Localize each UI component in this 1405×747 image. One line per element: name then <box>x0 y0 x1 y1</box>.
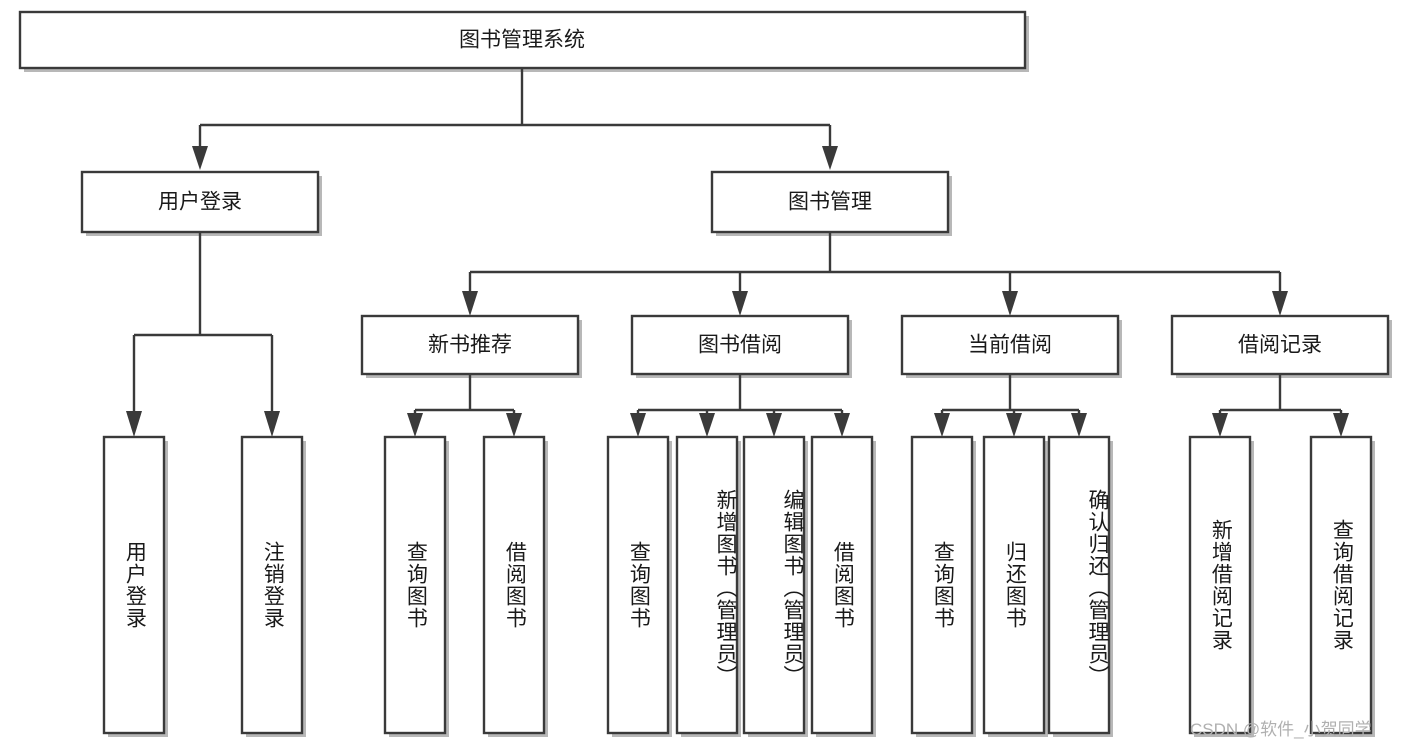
book-manage-box <box>710 170 950 234</box>
borrow-record-label: 借阅记录 <box>1238 334 1322 357</box>
new-book-recommend-label: 新书推荐 <box>428 334 512 357</box>
node-root[interactable]: 图书管理系统 <box>18 10 1029 72</box>
arrowhead-current-borrow <box>1002 291 1018 316</box>
edge-book-borrow-to-leaves <box>630 374 850 437</box>
current-borrow-box <box>900 314 1120 376</box>
leaf-node-borrow-book-2[interactable] <box>810 435 876 737</box>
node-new-book-recommend[interactable]: 新书推荐 <box>360 314 582 378</box>
leaf-edit-book-box <box>742 435 806 735</box>
book-borrow-label: 图书借阅 <box>698 334 782 357</box>
leaf-node-borrow-book-1[interactable] <box>482 435 548 737</box>
arrowhead-leaf-borrow-book-2 <box>834 413 850 437</box>
leaf-add-book-box <box>675 435 739 735</box>
leaf-node-user-logout[interactable] <box>240 435 306 737</box>
arrowhead-book-borrow <box>732 291 748 316</box>
book-manage-label: 图书管理 <box>788 191 872 214</box>
leaf-user-login-box <box>102 435 166 735</box>
arrowhead-leaf-query-book-2 <box>630 413 646 437</box>
arrowhead-user-login <box>192 146 208 170</box>
leaf-borrow-book-2-box <box>810 435 874 735</box>
leaf-node-query-book-3[interactable] <box>910 435 976 737</box>
edge-root-to-level2 <box>192 68 838 170</box>
edge-user-login-to-leaves <box>126 232 280 437</box>
arrowhead-leaf-user-login <box>126 411 142 437</box>
root-label: 图书管理系统 <box>459 29 585 52</box>
arrowhead-leaf-query-book-3 <box>934 413 950 437</box>
arrowhead-leaf-add-book <box>699 413 715 437</box>
leaf-borrow-book-1-box <box>482 435 546 735</box>
arrowhead-new-book-recommend <box>462 291 478 316</box>
user-login-label: 用户登录 <box>158 191 242 214</box>
arrowhead-leaf-edit-book <box>766 413 782 437</box>
borrow-record-box <box>1170 314 1390 376</box>
leaf-node-add-book[interactable] <box>675 435 741 737</box>
arrowhead-leaf-return-book <box>1006 413 1022 437</box>
arrowhead-leaf-user-logout <box>264 411 280 437</box>
leaf-query-borrow-record-box <box>1309 435 1373 735</box>
leaf-node-confirm-return[interactable] <box>1047 435 1113 737</box>
arrowhead-leaf-query-borrow-record <box>1333 413 1349 437</box>
leaf-return-book-box <box>982 435 1046 735</box>
leaf-query-book-2-box <box>606 435 670 735</box>
root-box <box>18 10 1027 70</box>
leaf-node-query-book-1[interactable] <box>383 435 449 737</box>
leaf-add-borrow-record-box <box>1188 435 1252 735</box>
arrowhead-leaf-borrow-book-1 <box>506 413 522 437</box>
leaf-confirm-return-box <box>1047 435 1111 735</box>
leaf-node-user-login[interactable] <box>102 435 168 737</box>
csdn-watermark: CSDN @软件_小贺同学 <box>1190 720 1372 739</box>
user-login-box <box>80 170 320 234</box>
leaf-node-query-borrow-record[interactable] <box>1309 435 1375 737</box>
node-book-borrow[interactable]: 图书借阅 <box>630 314 852 378</box>
node-user-login[interactable]: 用户登录 <box>80 170 322 236</box>
edge-borrow-record-to-leaves <box>1212 374 1349 437</box>
arrowhead-borrow-record <box>1272 291 1288 316</box>
leaf-node-add-borrow-record[interactable] <box>1188 435 1254 737</box>
arrowhead-book-manage <box>822 146 838 170</box>
arrowhead-leaf-query-book-1 <box>407 413 423 437</box>
new-book-recommend-box <box>360 314 580 376</box>
node-book-manage[interactable]: 图书管理 <box>710 170 952 236</box>
edge-current-borrow-to-leaves <box>934 374 1087 437</box>
leaf-query-book-1-box <box>383 435 447 735</box>
node-current-borrow[interactable]: 当前借阅 <box>900 314 1122 378</box>
leaf-node-query-book-2[interactable] <box>606 435 672 737</box>
leaf-boxes-group <box>102 435 1375 737</box>
node-borrow-record[interactable]: 借阅记录 <box>1170 314 1392 378</box>
arrowhead-leaf-add-borrow-record <box>1212 413 1228 437</box>
edge-book-manage-to-level3 <box>462 232 1288 316</box>
leaf-node-return-book[interactable] <box>982 435 1048 737</box>
leaf-node-edit-book[interactable] <box>742 435 808 737</box>
current-borrow-label: 当前借阅 <box>968 334 1052 357</box>
leaf-query-book-3-box <box>910 435 974 735</box>
leaf-user-logout-box <box>240 435 304 735</box>
arrowhead-leaf-confirm-return <box>1071 413 1087 437</box>
edge-new-book-recommend-to-leaves <box>407 374 522 437</box>
